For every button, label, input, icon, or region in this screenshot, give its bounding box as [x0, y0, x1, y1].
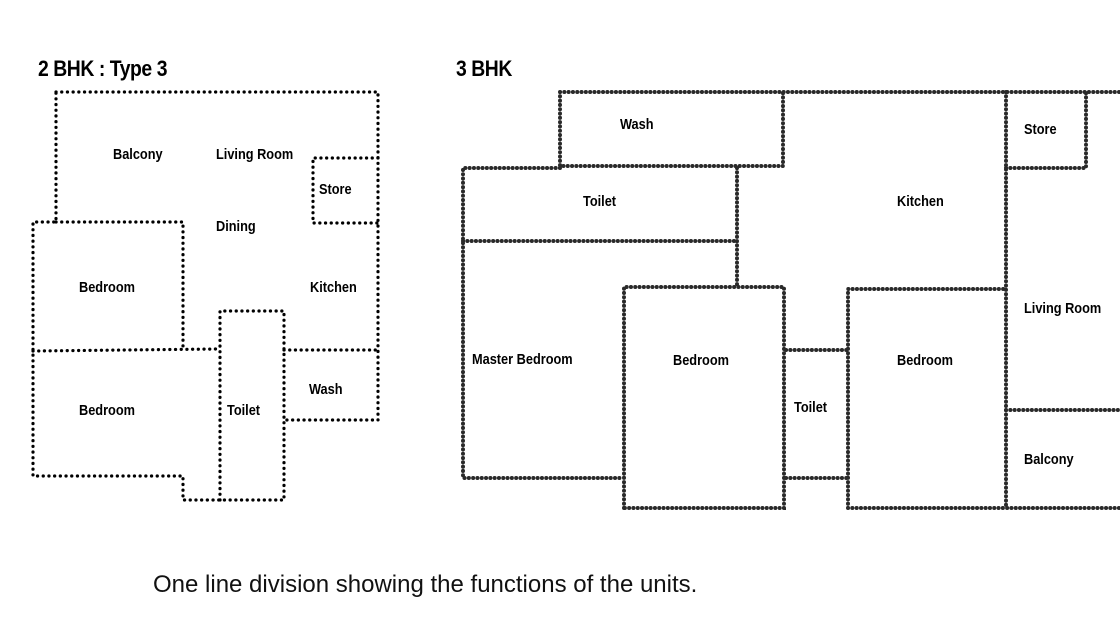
toilet-mid-wall-3bhk — [784, 348, 850, 480]
wash-wall-3bhk — [558, 90, 1120, 168]
toilet-wall-2bhk — [218, 309, 286, 502]
bedroom-2-wall-3bhk — [846, 287, 1120, 510]
room-label-bedroom: Bedroom — [79, 279, 135, 296]
room-label-balcony: Balcony — [1024, 451, 1074, 468]
room-label-living-room: Living Room — [216, 146, 294, 163]
room-label-store: Store — [1024, 121, 1057, 138]
bedroom-divider-2bhk — [31, 347, 220, 353]
plan-3bhk-title: 3 BHK — [456, 56, 512, 81]
room-label-kitchen: Kitchen — [897, 193, 944, 210]
room-label-master-bedroom: Master Bedroom — [472, 351, 573, 368]
plan-3bhk-walls — [461, 90, 1120, 510]
room-label-dining: Dining — [216, 218, 256, 235]
outer-wall-2bhk — [31, 90, 380, 502]
room-label-living-room: Living Room — [1024, 300, 1102, 317]
toilet-top-wall-3bhk — [461, 166, 739, 480]
bedroom-1-wall-2bhk — [54, 220, 185, 351]
store-wall-3bhk — [1004, 90, 1088, 510]
bedroom-1-wall-3bhk — [622, 285, 786, 510]
room-label-toilet: Toilet — [227, 402, 261, 419]
room-label-toilet: Toilet — [794, 399, 828, 416]
room-label-store: Store — [319, 181, 352, 198]
diagram-caption: One line division showing the functions … — [153, 571, 698, 598]
plan-2bhk-title: 2 BHK : Type 3 — [38, 56, 168, 81]
room-label-balcony: Balcony — [113, 146, 163, 163]
room-label-wash: Wash — [309, 381, 343, 398]
room-label-bedroom: Bedroom — [79, 402, 135, 419]
room-label-kitchen: Kitchen — [310, 279, 357, 296]
plan-2bhk-walls — [31, 90, 380, 502]
room-label-wash: Wash — [620, 116, 654, 133]
store-wall-2bhk — [311, 156, 380, 225]
room-label-toilet: Toilet — [583, 193, 617, 210]
room-label-bedroom: Bedroom — [897, 352, 953, 369]
room-label-bedroom: Bedroom — [673, 352, 729, 369]
